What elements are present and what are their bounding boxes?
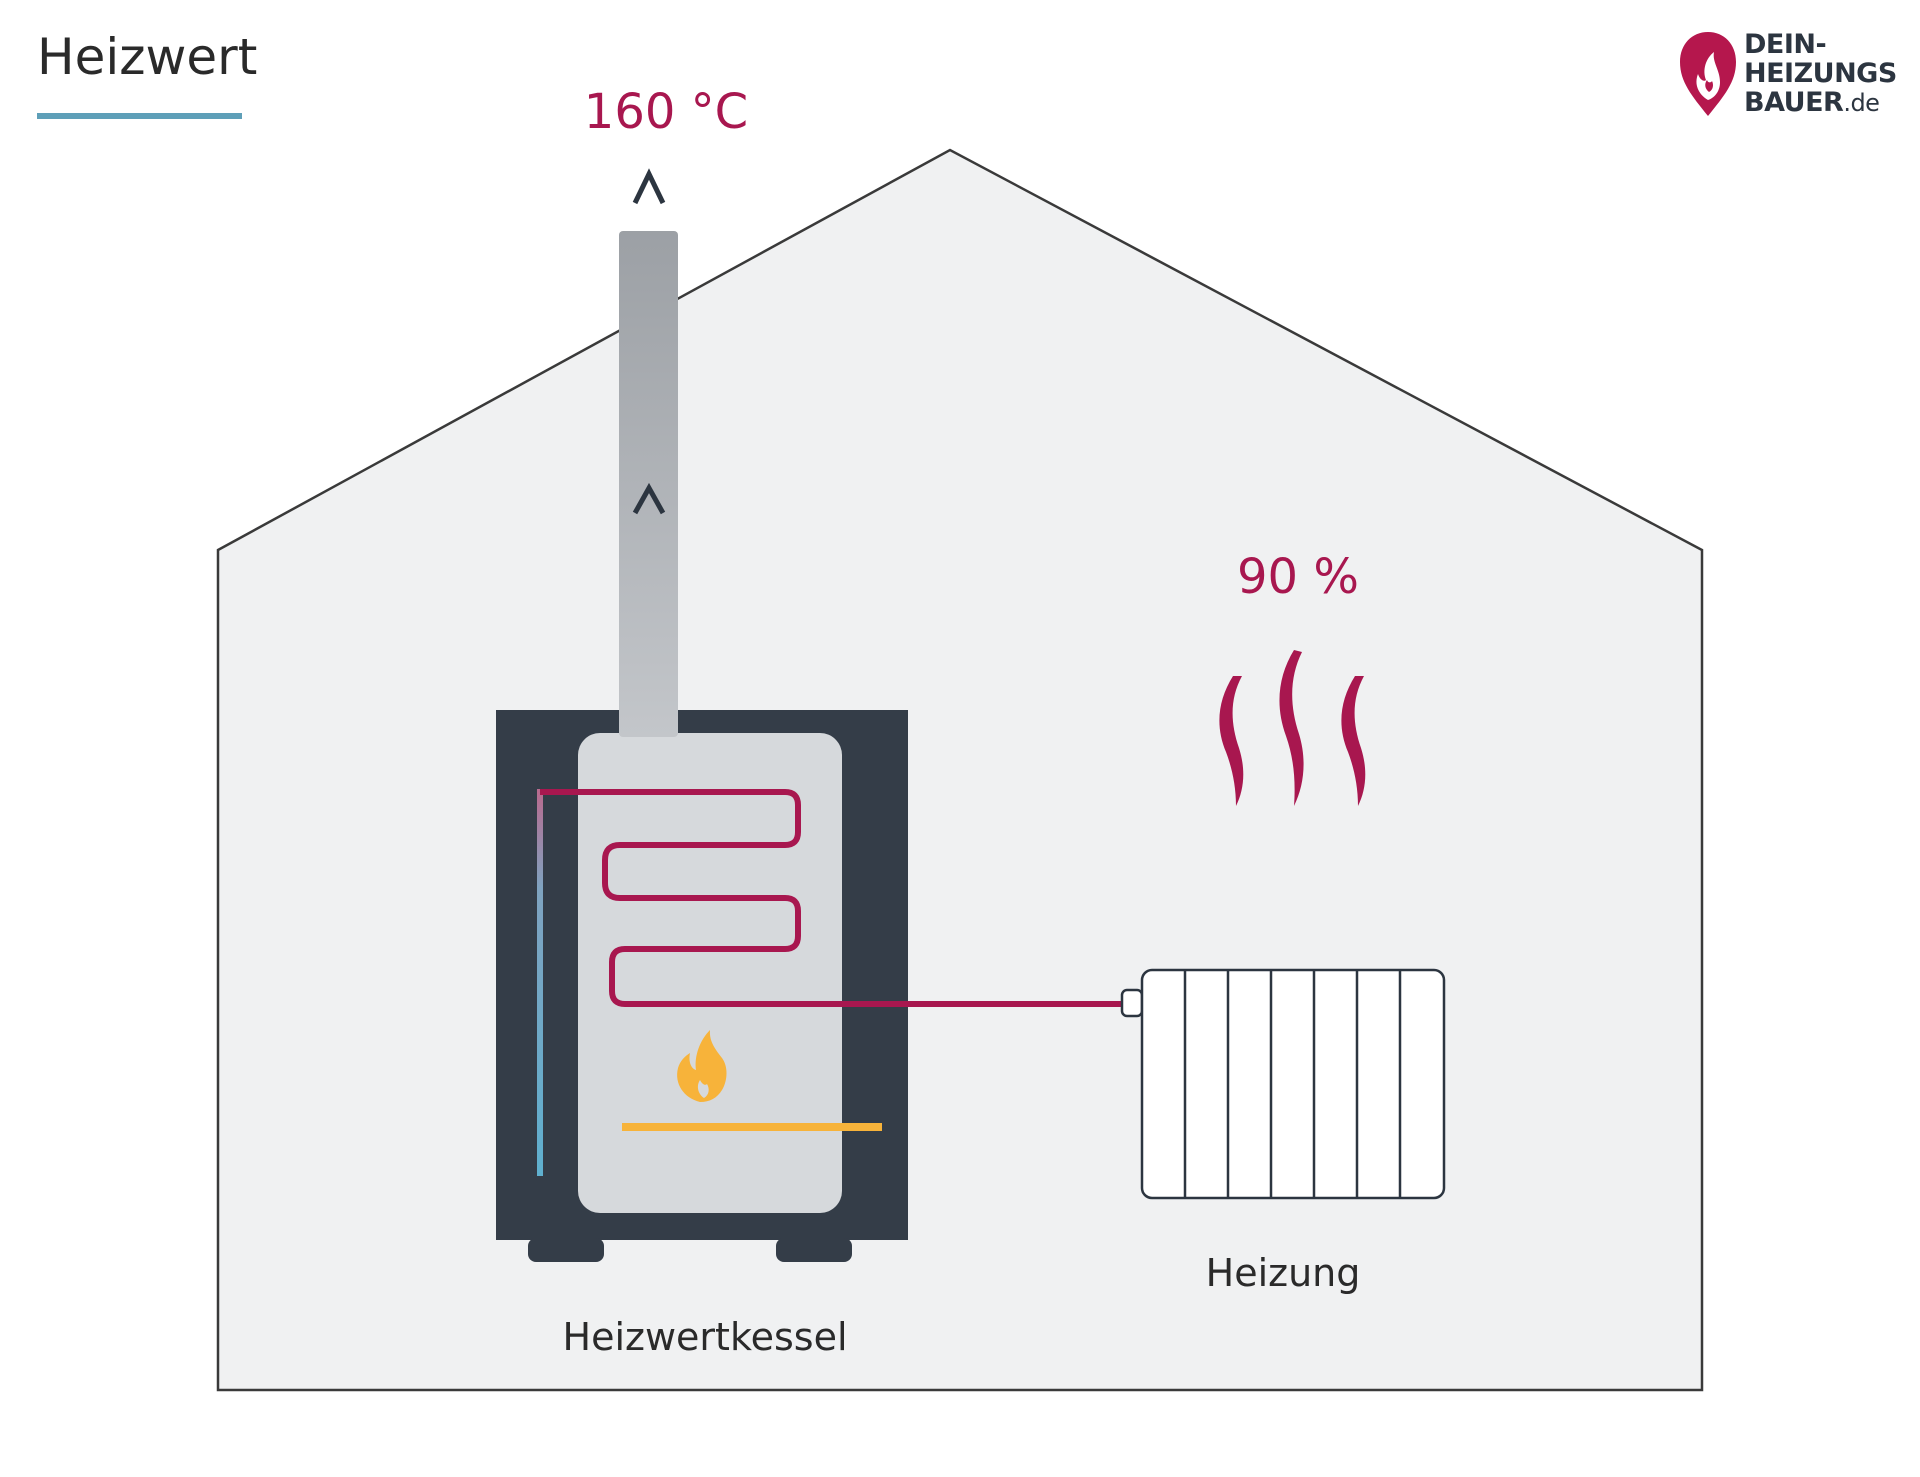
heat-waves-icon [1219,650,1366,806]
title-underline [37,113,242,119]
brand-logo: DEIN- HEIZUNGS BAUER.de [1678,28,1898,124]
boiler-foot-right [776,1238,852,1262]
brand-suffix: .de [1843,89,1880,117]
boiler-label: Heizwertkessel [563,1315,848,1359]
boiler-chamber [578,733,842,1213]
heat-exchanger-coil [540,789,1128,1007]
exhaust-arrow-inner-icon [632,482,666,515]
page-title: Heizwert [37,28,258,86]
radiator-label: Heizung [1206,1251,1361,1295]
house-outline [216,148,1704,1392]
brand-line-3-text: BAUER [1744,87,1844,118]
burner-bar [622,1123,882,1131]
exhaust-arrow-top-icon [632,168,666,205]
flame-icon [677,1030,727,1102]
brand-line-3: BAUER.de [1744,88,1897,118]
radiator [1140,968,1446,1200]
radiator-fins [1183,970,1402,1198]
radiator-valve [1120,988,1144,1018]
boiler-foot-left [528,1238,604,1262]
flame-drop-icon [1680,32,1736,116]
brand-line-2: HEIZUNGS [1744,58,1897,89]
exhaust-temperature-label: 160 °C [584,84,748,140]
brand-wordmark: DEIN- HEIZUNGS BAUER.de [1744,30,1897,118]
brand-line-1: DEIN- [1744,29,1827,60]
efficiency-label: 90 % [1237,549,1359,605]
